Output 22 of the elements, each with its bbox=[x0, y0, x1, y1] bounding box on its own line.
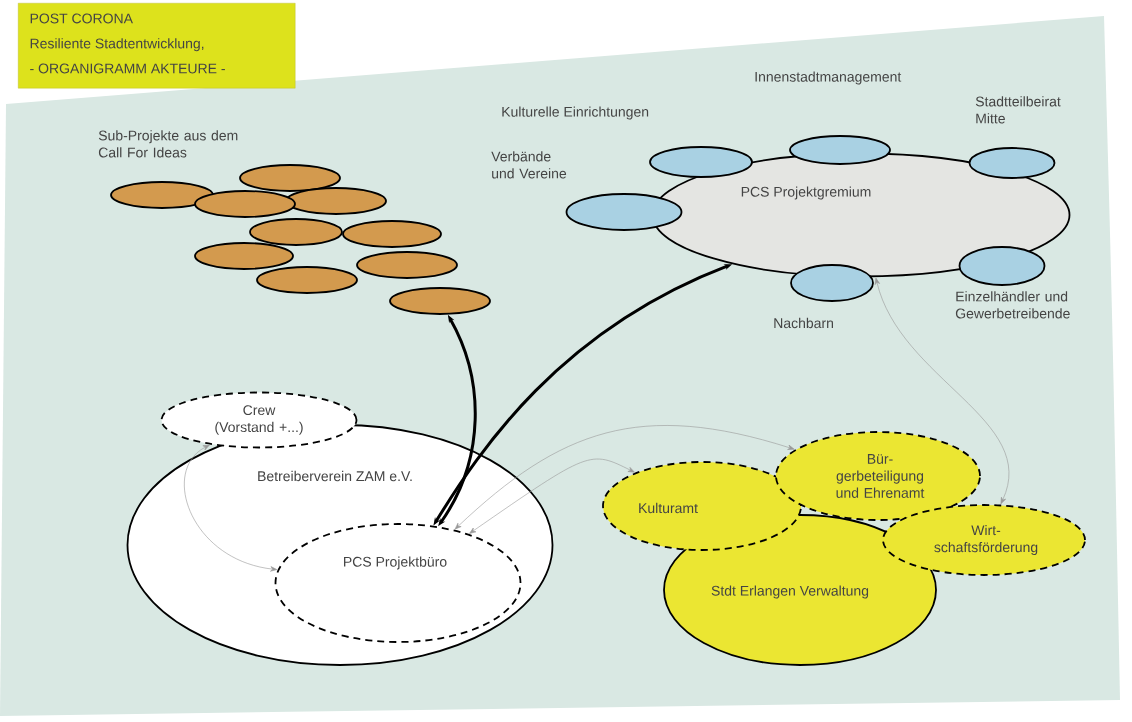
project-ellipse bbox=[110, 181, 214, 209]
project-ellipse bbox=[356, 251, 458, 279]
project-ellipse bbox=[342, 220, 442, 248]
node-label: Innenstadtmanagement bbox=[755, 71, 902, 85]
node-label: Nachbarn bbox=[774, 317, 833, 329]
node-label: Verbände und Vereine bbox=[491, 151, 567, 179]
project-ellipse bbox=[256, 266, 358, 294]
project-ellipse bbox=[285, 187, 387, 215]
title-box: POST CORONA Resiliente Stadtentwicklung, - ORGANIGRAMM AKTEURE - bbox=[18, 3, 296, 89]
node-label: Kulturelle Einrichtungen bbox=[502, 106, 649, 120]
node-label: Stadtteilbeirat Mitte bbox=[975, 96, 1061, 124]
arrow bbox=[469, 458, 635, 534]
project-ellipse bbox=[389, 287, 491, 315]
project-ellipse bbox=[249, 218, 343, 246]
node-label: Einzelhändler und Gewerbetreibende bbox=[955, 291, 1070, 319]
arrow bbox=[454, 425, 795, 530]
arrow bbox=[184, 444, 278, 572]
arrow bbox=[874, 277, 1009, 505]
project-ellipse bbox=[194, 190, 296, 218]
project-ellipse bbox=[239, 164, 341, 192]
group-label: Sub-Projekte aus dem Call For Ideas bbox=[98, 130, 238, 158]
project-ellipse bbox=[194, 242, 294, 270]
